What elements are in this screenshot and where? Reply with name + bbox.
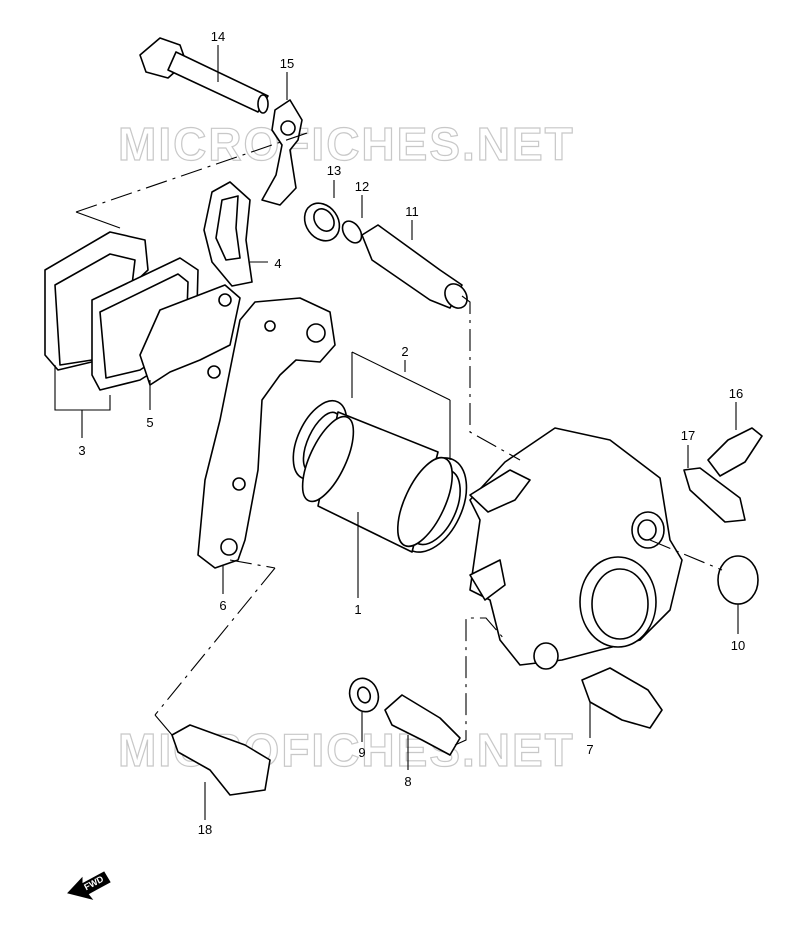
callout-2: 2 <box>401 344 408 359</box>
callout-7: 7 <box>586 742 593 757</box>
callout-17: 17 <box>681 428 695 443</box>
callout-15: 15 <box>280 56 294 71</box>
part-14-bolt[interactable] <box>139 37 269 114</box>
callout-16: 16 <box>729 386 743 401</box>
part-11-slide-pin[interactable] <box>361 224 472 312</box>
part-13-boot[interactable] <box>297 196 346 247</box>
callout-11: 11 <box>405 204 419 219</box>
watermark-top: MICROFICHES.NET <box>118 118 575 170</box>
part-5-shim[interactable] <box>139 284 241 386</box>
callout-1: 1 <box>354 602 361 617</box>
callout-14: 14 <box>211 29 225 44</box>
part-18-bolt[interactable] <box>171 724 271 796</box>
callout-13: 13 <box>327 163 341 178</box>
part-10-plug[interactable] <box>717 555 759 605</box>
part-12-ring[interactable] <box>339 218 366 247</box>
part-4-pad-spring[interactable] <box>203 181 253 287</box>
callout-8: 8 <box>404 774 411 789</box>
callout-9: 9 <box>358 745 365 760</box>
part-15-lock-plate[interactable] <box>261 99 303 206</box>
part-7-bolt[interactable] <box>581 667 663 729</box>
part-17-clip[interactable] <box>683 467 746 523</box>
callout-5: 5 <box>146 415 153 430</box>
part-6-bracket[interactable] <box>197 297 336 569</box>
part-8-union-bolt[interactable] <box>384 694 461 756</box>
callout-10: 10 <box>731 638 745 653</box>
callout-6: 6 <box>219 598 226 613</box>
part-16-bleeder[interactable] <box>707 427 763 477</box>
callout-12: 12 <box>355 179 369 194</box>
part-9-washer[interactable] <box>345 674 383 716</box>
callout-4: 4 <box>274 256 281 271</box>
leader-lines <box>54 45 739 820</box>
caliper-body[interactable] <box>469 427 683 670</box>
callout-3: 3 <box>78 443 85 458</box>
part-1-piston[interactable] <box>292 410 463 554</box>
fwd-arrow-icon: FWD <box>67 871 111 900</box>
callout-18: 18 <box>198 822 212 837</box>
